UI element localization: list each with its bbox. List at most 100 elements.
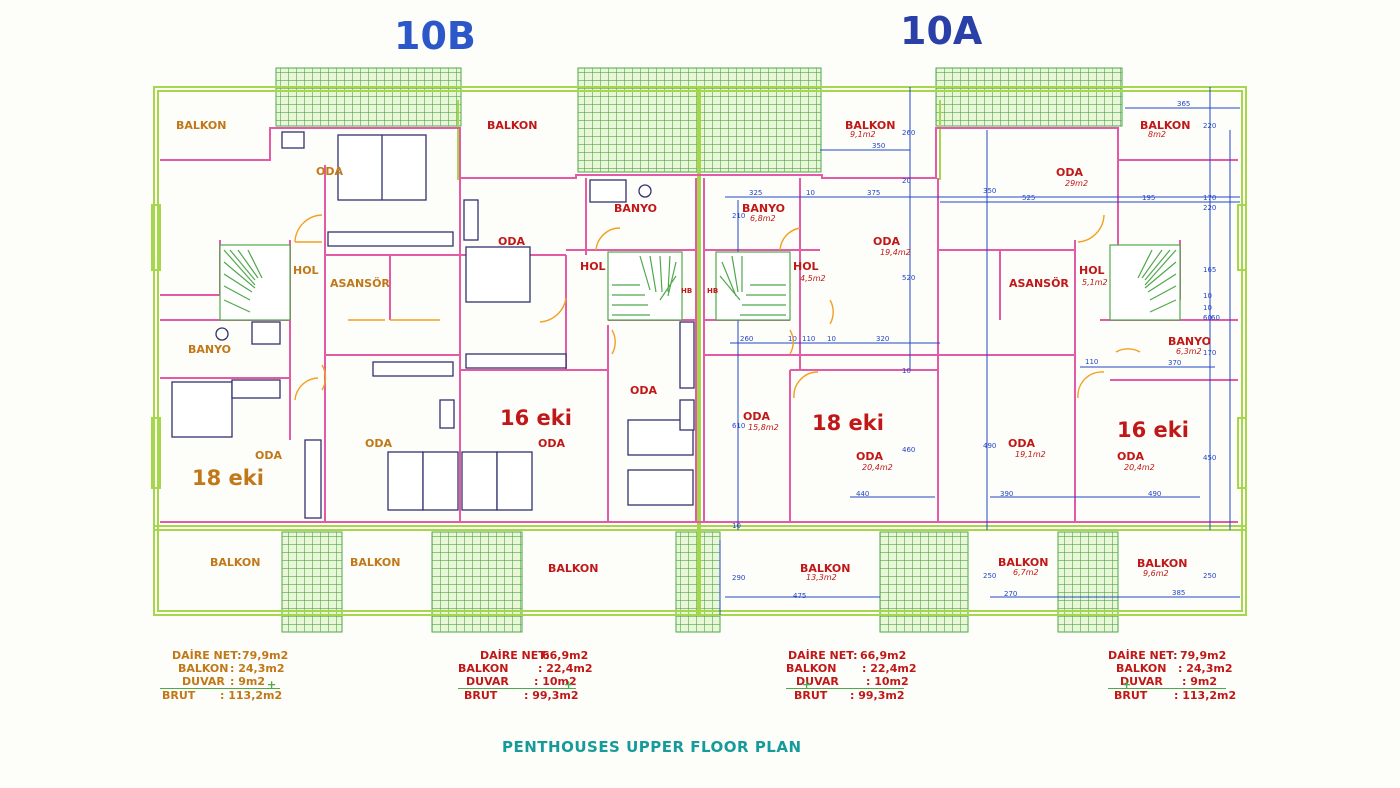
brut-label: BRUT <box>1114 689 1148 702</box>
doors <box>294 214 1141 401</box>
unit-summary-4: DAİRE NET:79,9m2 BALKON: 24,3m2 DUVAR: 9… <box>1108 649 1243 702</box>
unit-size-label: 16 eki <box>1117 418 1189 442</box>
balkon-label: BALKON <box>458 662 509 675</box>
room-area: 29m2 <box>1065 179 1089 188</box>
wardrobe <box>327 231 454 247</box>
block-title-10b: 10B <box>394 14 476 58</box>
room-label-balkon: BALKON <box>1140 119 1191 132</box>
net-value: 79,9m2 <box>242 649 289 662</box>
dim-label: 490 <box>983 442 996 450</box>
unit-summary-1: DAİRE NET:79,9m2 BALKON: 24,3m2 DUVAR: 9… <box>160 649 295 702</box>
dim-label: 110 <box>802 335 815 343</box>
brut-label: BRUT <box>794 689 828 702</box>
double-bed <box>465 246 531 303</box>
wardrobe <box>304 439 322 519</box>
dim-label: 365 <box>1177 100 1190 108</box>
brut-label: BRUT <box>162 689 196 702</box>
plus-sign: + <box>564 678 574 691</box>
net-label: DAİRE NET: <box>788 649 858 662</box>
room-label-balkon: BALKON <box>1137 557 1188 570</box>
room-label-balkon: BALKON <box>487 119 538 132</box>
brut-value: : 99,3m2 <box>850 689 905 702</box>
duvar-value: : 9m2 <box>230 675 265 688</box>
wardrobe <box>465 353 567 369</box>
plan-title: PENTHOUSES UPPER FLOOR PLAN <box>502 738 802 756</box>
desk <box>439 399 455 429</box>
staircases <box>219 244 1181 321</box>
room-area: 8m2 <box>1148 130 1166 139</box>
single-bed <box>496 451 533 511</box>
terrace-top-3 <box>935 67 1123 127</box>
room-label-hol: HOL <box>1079 264 1105 277</box>
net-label: DAİRE NET: <box>1108 649 1178 662</box>
dim-label: 20 <box>902 177 911 185</box>
room-area: 5,1m2 <box>1082 278 1108 287</box>
dim-label: 250 <box>1203 572 1216 580</box>
room-area: 19,4m2 <box>880 248 911 257</box>
room-label-balkon: BALKON <box>845 119 896 132</box>
net-value: 66,9m2 <box>860 649 907 662</box>
room-area: 6,8m2 <box>750 214 776 223</box>
unit-summary-2: DAİRE NET:66,9m2 BALKON: 22,4m2 DUVAR: 1… <box>458 649 592 702</box>
room-label-oda: ODA <box>743 410 770 423</box>
dim-label: 525 <box>1022 194 1035 202</box>
plus-sign: + <box>267 678 277 691</box>
room-area: 20,4m2 <box>1124 463 1155 472</box>
dim-label: 460 <box>902 446 915 454</box>
toilet <box>215 327 229 341</box>
balkon-label: BALKON <box>1116 662 1167 675</box>
room-label-asansor: ASANSÖR <box>1009 277 1069 290</box>
plus-sign: + <box>1122 678 1132 691</box>
block-title-10a: 10A <box>900 9 983 53</box>
dim-label: 220 <box>1203 122 1216 130</box>
duvar-label: DUVAR <box>1120 675 1163 688</box>
dimension-labels: 365 220 260 350 325 10 375 20 210 350 52… <box>730 100 1220 600</box>
wardrobe <box>372 361 454 377</box>
room-label-balkon: BALKON <box>548 562 599 575</box>
dim-label: 10 <box>806 189 815 197</box>
dim-label: 10 <box>1203 304 1212 312</box>
dim-label: 260 <box>740 335 753 343</box>
desk <box>463 199 479 241</box>
dim-label: 260 <box>902 129 915 137</box>
net-label: DAİRE NET: <box>172 649 242 662</box>
room-area: 9,6m2 <box>1143 569 1169 578</box>
room-label-oda: ODA <box>1056 166 1083 179</box>
brut-label: BRUT <box>464 689 498 702</box>
dim-label: 165 <box>1203 266 1216 274</box>
dim-label: 10 <box>788 335 797 343</box>
room-label-banyo: BANYO <box>614 202 658 215</box>
room-area: 20,4m2 <box>862 463 893 472</box>
room-label-balkon: BALKON <box>210 556 261 569</box>
dim-label: 320 <box>876 335 889 343</box>
dim-label: 325 <box>749 189 762 197</box>
duvar-label: DUVAR <box>466 675 509 688</box>
balkon-value: : 24,3m2 <box>230 662 285 675</box>
net-label: DAİRE NET: <box>480 649 550 662</box>
balkon-value: : 24,3m2 <box>1178 662 1233 675</box>
room-label-oda: ODA <box>255 449 282 462</box>
room-label-oda: ODA <box>316 165 343 178</box>
stair-unit-2 <box>607 251 683 321</box>
dim-label: 450 <box>1203 454 1216 462</box>
dim-label: 10 <box>827 335 836 343</box>
balkon-label: BALKON <box>178 662 229 675</box>
duvar-label: DUVAR <box>796 675 839 688</box>
room-label-hb: HB <box>707 287 719 295</box>
dim-label: 610 <box>732 422 745 430</box>
room-label-oda: ODA <box>1117 450 1144 463</box>
dim-label: 475 <box>793 592 806 600</box>
unit-size-label: 18 eki <box>812 411 884 435</box>
furniture <box>171 131 695 519</box>
desk <box>281 131 305 149</box>
dim-label: 210 <box>732 212 745 220</box>
dim-label: 290 <box>732 574 745 582</box>
duvar-value: : 10m2 <box>866 675 909 688</box>
room-label-oda: ODA <box>630 384 657 397</box>
dim-label: 390 <box>1000 490 1013 498</box>
stair-unit-4 <box>1109 244 1181 321</box>
net-value: 79,9m2 <box>1180 649 1227 662</box>
room-label-hol: HOL <box>580 260 606 273</box>
unit-size-label: 18 eki <box>192 466 264 490</box>
double-bed <box>171 381 233 438</box>
